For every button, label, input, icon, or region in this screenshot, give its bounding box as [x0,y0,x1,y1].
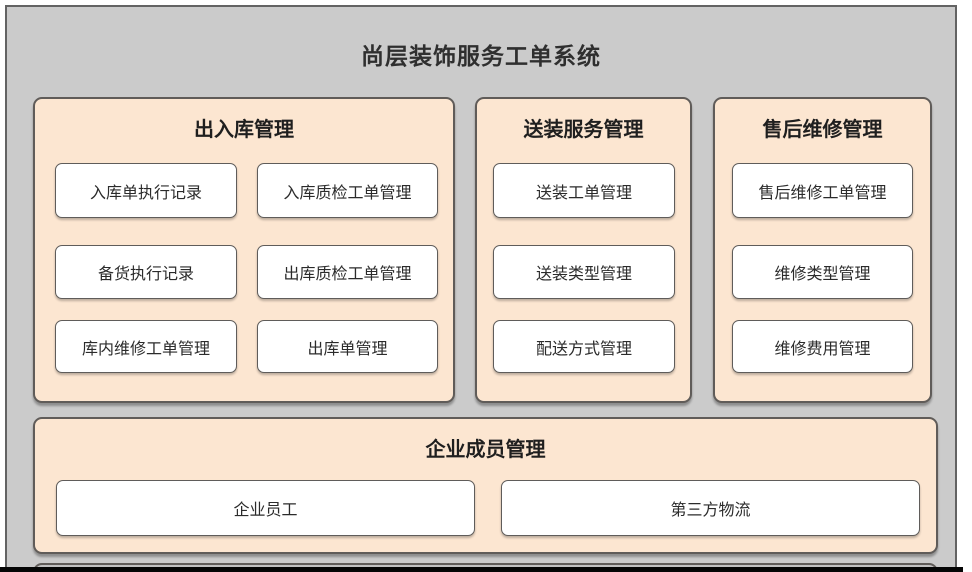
panel-enterprise-members-title: 企业成员管理 [425,439,546,461]
node-inbound-order-exec-record: 入库单执行记录 [55,163,237,218]
node-repair-type-mgmt: 维修类型管理 [732,245,913,299]
node-outbound-order-mgmt: 出库单管理 [257,320,438,373]
node-stocking-exec-record: 备货执行记录 [55,245,237,299]
panel-enterprise-members: 企业成员管理 企业员工 第三方物流 [33,417,938,554]
node-inbound-qc-workorder-mgmt: 入库质检工单管理 [257,163,438,218]
node-enterprise-employees: 企业员工 [56,480,475,536]
node-repair-cost-mgmt: 维修费用管理 [732,320,913,373]
panel-aftersales-repair: 售后维修管理 售后维修工单管理 维修类型管理 维修费用管理 [713,97,932,403]
panel-warehouse-title: 出入库管理 [194,119,294,141]
panel-aftersales-repair-title: 售后维修管理 [762,119,883,141]
node-delivery-type-mgmt: 送装类型管理 [493,245,675,299]
node-aftersales-repair-workorder-mgmt: 售后维修工单管理 [732,163,913,218]
diagram-title: 尚层装饰服务工单系统 [361,43,601,69]
panel-delivery-service: 送装服务管理 送装工单管理 送装类型管理 配送方式管理 [475,97,692,403]
node-inwarehouse-repair-workorder-mgmt: 库内维修工单管理 [55,320,237,373]
node-outbound-qc-workorder-mgmt: 出库质检工单管理 [257,245,438,299]
node-delivery-workorder-mgmt: 送装工单管理 [493,163,675,218]
panel-warehouse: 出入库管理 入库单执行记录 入库质检工单管理 备货执行记录 出库质检工单管理 库… [33,97,455,403]
diagram-canvas: 尚层装饰服务工单系统 出入库管理 入库单执行记录 入库质检工单管理 备货执行记录… [5,5,957,572]
node-shipping-method-mgmt: 配送方式管理 [493,320,675,373]
panel-delivery-service-title: 送装服务管理 [523,119,644,141]
bottom-edge-bar [0,567,963,572]
node-thirdparty-logistics: 第三方物流 [501,480,920,536]
